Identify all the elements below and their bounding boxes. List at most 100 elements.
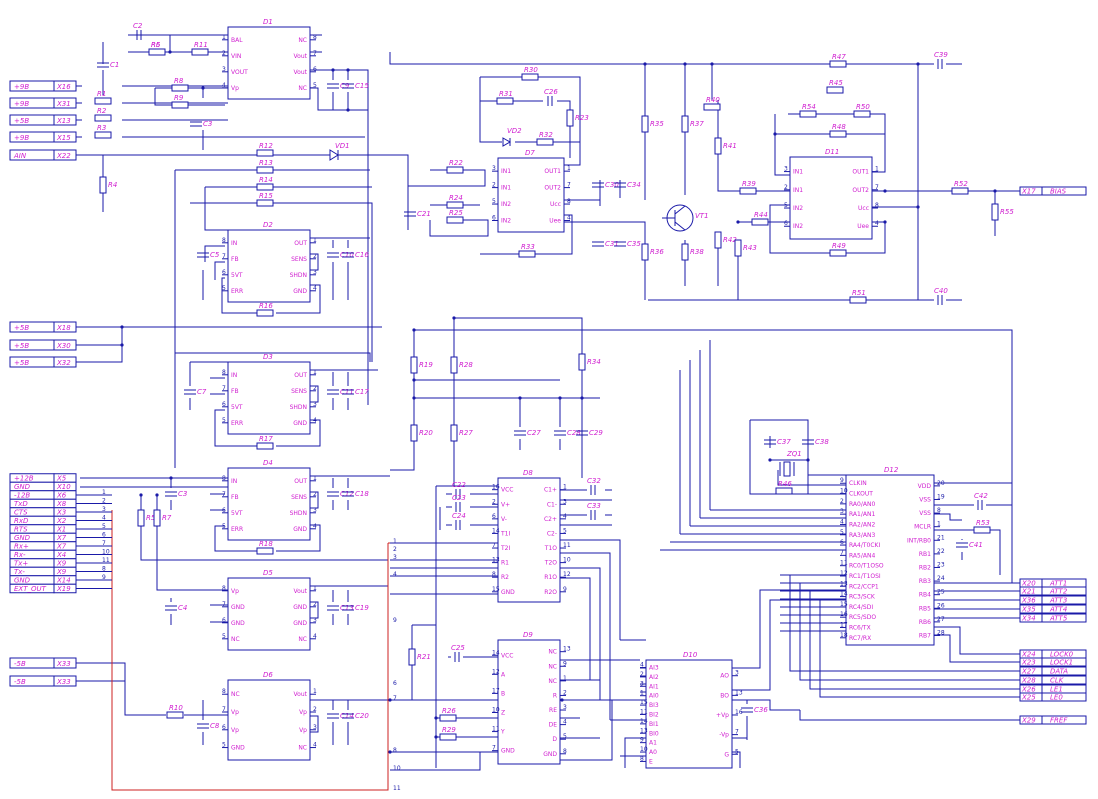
resistor-label: R39	[742, 180, 756, 188]
pin-number: 8	[492, 571, 496, 578]
bus-pin-number: 10	[393, 765, 401, 772]
connector-signal: EXT_OUT	[14, 585, 47, 593]
capacitor-label: C14	[340, 712, 354, 720]
pin-name: Vp	[299, 709, 307, 716]
wire	[560, 552, 611, 720]
pin-name: BI3	[649, 702, 659, 709]
pin-number: 15	[492, 586, 500, 593]
resistor-label: R37	[690, 120, 704, 128]
pin-number: 7	[492, 745, 496, 752]
wire	[156, 526, 228, 591]
resistor-label: R5	[151, 41, 161, 49]
pin-number: 8	[640, 755, 644, 762]
pin-number: 1	[313, 688, 317, 695]
connector-pin: X28	[1021, 677, 1036, 685]
resistor-label: R41	[723, 142, 737, 150]
pin-name: RC3/SCK	[849, 594, 876, 601]
resistor-r42: R42	[714, 231, 737, 249]
connector-pin: X4	[56, 551, 66, 559]
capacitor-c31: C31	[592, 240, 619, 248]
capacitor-label: C37	[777, 438, 791, 446]
capacitor-c20: C20	[342, 712, 369, 720]
junction	[434, 716, 438, 720]
resistor-r4: R4	[99, 176, 117, 194]
connector-signal: CLK	[1050, 677, 1065, 685]
resistor-r29: R29	[439, 726, 457, 741]
capacitor-c25: C25	[451, 644, 465, 662]
capacitor-label: C3	[178, 490, 187, 498]
connector-pin: X2	[56, 517, 67, 525]
wire	[389, 52, 832, 65]
bus-pin-number: 7	[102, 540, 106, 547]
capacitor-c3: C3	[190, 120, 212, 128]
junction	[169, 476, 173, 480]
resistor-r18: R18	[256, 540, 274, 555]
pin-name: RB2	[919, 564, 931, 571]
wire	[408, 169, 486, 187]
pin-name: 5VT	[231, 404, 243, 411]
pin-name: IN2	[501, 217, 511, 224]
resistor-label: R19	[419, 361, 433, 369]
resistor-label: R50	[856, 103, 870, 111]
pin-number: 1	[313, 585, 317, 592]
pin-name: GND	[231, 745, 245, 752]
pin-name: Vp	[231, 709, 239, 716]
pin-number: 1	[313, 237, 317, 244]
pin-number: 3	[313, 617, 317, 624]
pin-number: 4	[313, 417, 317, 424]
pin-name: T2I	[500, 545, 510, 552]
connector-pin: X1	[56, 526, 66, 534]
capacitor-label: C40	[934, 287, 948, 295]
pin-number: 1	[313, 475, 317, 482]
pin-name: RA2/AN2	[849, 521, 875, 528]
wire	[799, 710, 1020, 721]
wire	[717, 152, 742, 192]
resistor-label: R44	[754, 211, 768, 219]
capacitor-c15: C15	[342, 82, 369, 90]
resistor-r10: R10	[166, 704, 184, 719]
pin-number: 2	[640, 671, 644, 678]
capacitor-label: C28	[567, 429, 581, 437]
pin-name: BO	[720, 692, 729, 699]
capacitor-c26: C26	[544, 88, 558, 106]
pin-name: OUT2	[544, 185, 561, 192]
pin-number: 5	[222, 285, 226, 292]
pin-name: RC5/SDO	[849, 614, 876, 621]
wire	[204, 187, 228, 231]
resistor-label: R27	[459, 429, 473, 437]
pin-number: 1	[640, 690, 644, 697]
wire	[276, 419, 321, 447]
pin-number: 9	[563, 660, 567, 667]
resistor-r27: R27	[450, 424, 473, 442]
pin-number: 7	[840, 549, 844, 556]
connector-pin: X31	[56, 100, 71, 108]
ic-label: D9	[523, 631, 533, 639]
pin-name: OUT2	[852, 187, 869, 194]
resistor-r20: R20	[410, 424, 433, 442]
connector-pin: X16	[56, 83, 71, 91]
ic-label: D12	[884, 466, 899, 474]
resistor-r50: R50	[853, 103, 871, 118]
bus-pin-number: 2	[393, 546, 397, 553]
junction	[518, 396, 522, 400]
capacitor-label: C10	[340, 251, 354, 259]
pin-name: ERR	[231, 288, 243, 295]
resistor-r30: R30	[521, 66, 539, 81]
wire	[454, 317, 583, 356]
pin-number: 16	[492, 484, 500, 491]
pin-name: B	[501, 690, 505, 697]
pin-name: Uee	[549, 217, 561, 224]
pin-name: IN1	[793, 187, 803, 194]
pin-name: BI0	[649, 730, 659, 737]
resistor-r3: R3	[94, 124, 112, 139]
connector-pin: X20	[1021, 580, 1036, 588]
connector-pin: X18	[56, 324, 71, 332]
resistor-label: R49	[832, 242, 846, 250]
wire	[140, 526, 388, 561]
